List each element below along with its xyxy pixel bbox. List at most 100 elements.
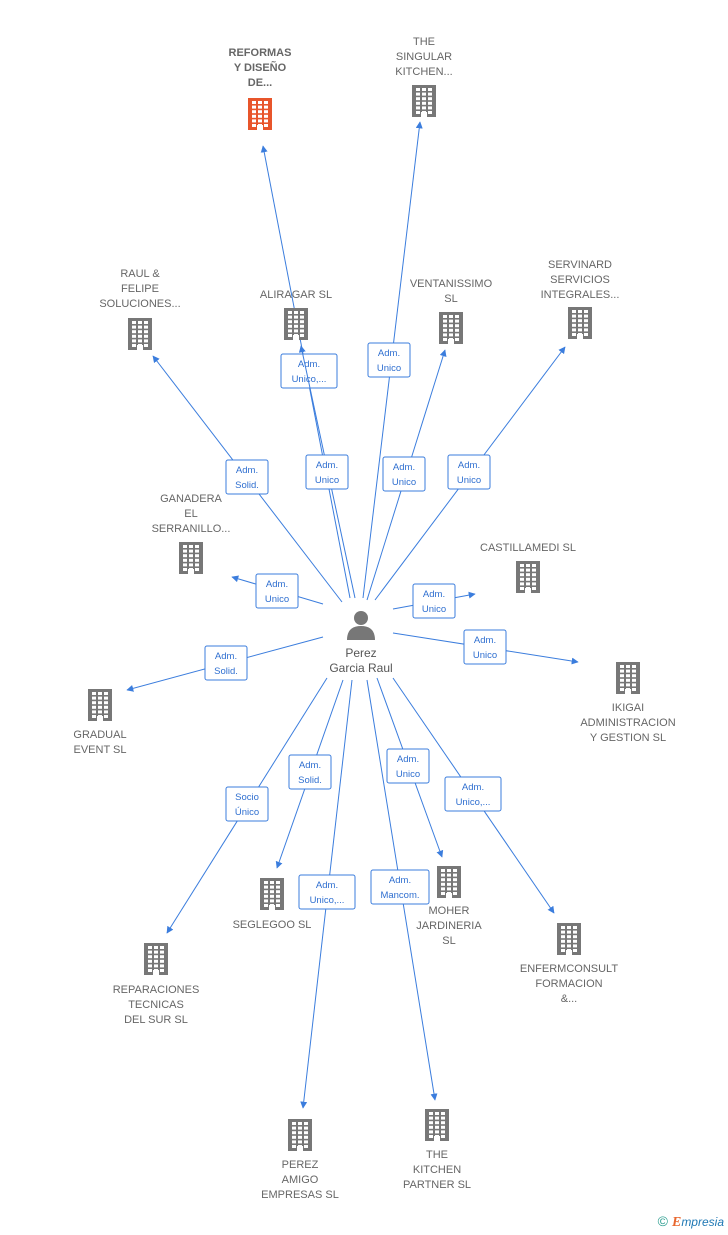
company-node-castillamedi[interactable]: CASTILLAMEDI SL [480, 542, 576, 593]
company-label: Y DISEÑO [234, 61, 287, 74]
company-label: THE [426, 1149, 448, 1161]
building-icon [260, 878, 284, 910]
edge-label-text: Adm. [266, 579, 288, 590]
person-icon [347, 611, 375, 640]
edge-label-text: Adm. [299, 760, 321, 771]
company-node-enfermconsult[interactable]: ENFERMCONSULTFORMACION&... [520, 923, 618, 1005]
edge-label-text: Unico [457, 475, 481, 486]
company-node-ganadera[interactable]: GANADERAELSERRANILLO... [152, 493, 231, 574]
company-label: PARTNER SL [403, 1179, 471, 1191]
building-icon [557, 923, 581, 955]
company-label: AMIGO [282, 1174, 319, 1186]
building-icon [128, 318, 152, 350]
edge-label-box [288, 754, 332, 790]
edge-label-text: Adm. [474, 635, 496, 646]
edge-singular[interactable]: Adm.Unico [362, 121, 423, 599]
company-label: RAUL & [120, 268, 160, 280]
company-label: FELIPE [121, 283, 159, 295]
edge-label-box [370, 869, 430, 905]
edge-label-box [225, 786, 269, 822]
brand-initial: E [671, 1215, 682, 1230]
company-label: KITCHEN [413, 1164, 461, 1176]
company-label: INTEGRALES... [541, 289, 620, 301]
edge-label-text: Unico,... [456, 797, 491, 808]
edge-label-text: Adm. [397, 754, 419, 765]
company-label: TECNICAS [128, 999, 184, 1011]
edge-ventanissimo[interactable]: Adm.Unico [366, 349, 447, 601]
edge-label-box [444, 776, 502, 812]
edge-servinard[interactable]: Adm.Unico [374, 346, 566, 601]
edge-aliragar[interactable]: Adm.Unico [298, 345, 356, 599]
company-node-aliragar[interactable]: ALIRAGAR SL [260, 289, 332, 340]
building-icon [412, 85, 436, 117]
footer-brand[interactable]: ©Empresia [658, 1213, 724, 1231]
company-label: EL [184, 508, 197, 520]
company-label: JARDINERIA [416, 920, 482, 932]
person-name: Garcia Raul [329, 661, 392, 675]
edge-castillamedi[interactable]: Adm.Unico [392, 583, 476, 619]
brand-name: mpresia [681, 1215, 724, 1229]
company-label: &... [561, 993, 578, 1005]
company-node-gradual[interactable]: GRADUAL EVENT SL [73, 689, 127, 756]
company-label: Y GESTION SL [590, 732, 666, 744]
copyright-icon: © [657, 1213, 668, 1229]
edge-label-box [255, 573, 299, 609]
edge-ikigai[interactable]: Adm.Unico [392, 629, 579, 665]
edge-label-text: Unico [422, 604, 446, 615]
building-icon [88, 689, 112, 721]
company-node-kitchenpartner[interactable]: THE KITCHEN PARTNER SL [403, 1109, 471, 1191]
edge-raul[interactable]: Adm. Solid. [152, 355, 343, 603]
company-label: KITCHEN... [395, 66, 452, 78]
building-icon [144, 943, 168, 975]
edge-enfermconsult[interactable]: Adm. Unico,... [392, 677, 555, 914]
company-label: ENFERMCONSULT [520, 963, 618, 975]
edge-label-text: Unico [392, 477, 416, 488]
company-label: GANADERA [160, 493, 222, 505]
company-label: SL [442, 935, 455, 947]
edge-seglegoo[interactable]: Adm. Solid. [275, 679, 344, 869]
edge-kitchenpartner[interactable]: Adm. Mancom. [366, 679, 438, 1101]
edge-label-text: Unico [396, 769, 420, 780]
edge-label-text: Solid. [214, 666, 238, 677]
building-icon [437, 866, 461, 898]
company-node-seglegoo[interactable]: SEGLEGOO SL [233, 878, 312, 931]
edge-label-text: Solid. [298, 775, 322, 786]
edge-label-text: Adm. [316, 880, 338, 891]
edge-label-box [463, 629, 507, 665]
company-label: REPARACIONES [113, 984, 200, 996]
edge-label-box [412, 583, 456, 619]
person-name: Perez [345, 646, 376, 660]
company-label: SL [444, 293, 457, 305]
building-icon [616, 662, 640, 694]
company-label: SINGULAR [396, 51, 452, 63]
edge-perezamigo[interactable]: Adm. Unico,... [298, 679, 356, 1109]
edge-moher[interactable]: Adm. Unico [376, 677, 444, 858]
building-icon [179, 542, 203, 574]
building-icon [288, 1119, 312, 1151]
edge-label-text: Mancom. [380, 890, 419, 901]
edges-layer: Adm.Unico,...Adm.UnicoAdm.Solid.Adm.Unic… [126, 121, 579, 1109]
company-node-raul[interactable]: RAUL & FELIPE SOLUCIONES... [99, 268, 181, 350]
company-node-servinard[interactable]: SERVINARDSERVICIOSINTEGRALES... [541, 259, 620, 339]
company-label: GRADUAL [73, 729, 126, 741]
company-label: THE [413, 36, 435, 48]
edge-label-text: Solid. [235, 480, 259, 491]
edge-gradual[interactable]: Adm.Solid. [126, 636, 324, 692]
company-node-singular[interactable]: THE SINGULAR KITCHEN... [395, 36, 453, 117]
company-label: SOLUCIONES... [99, 298, 180, 310]
company-label: EVENT SL [74, 744, 127, 756]
edge-label-text: Único [235, 807, 259, 818]
edge-ganadera[interactable]: Adm.Unico [231, 573, 324, 609]
edge-label-text: Unico,... [310, 895, 345, 906]
company-label: SEGLEGOO SL [233, 919, 312, 931]
